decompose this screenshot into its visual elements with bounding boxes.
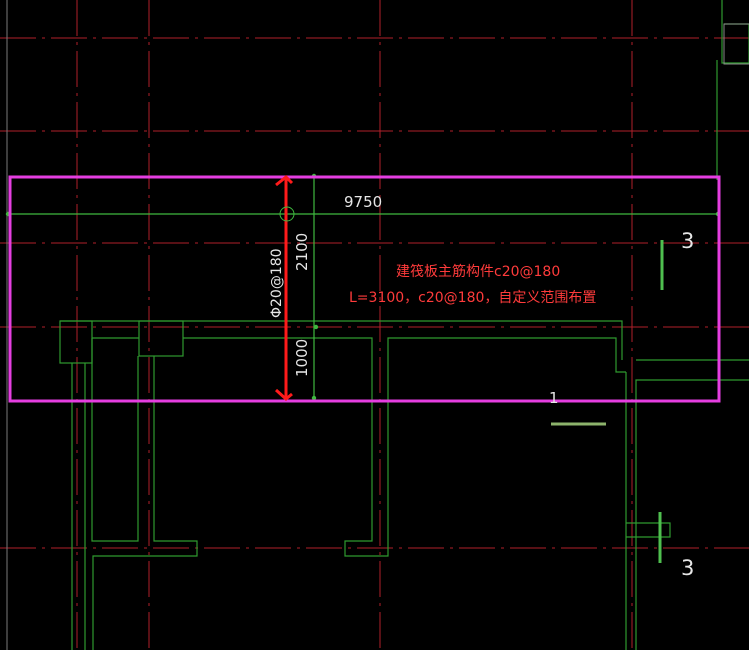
wall-inner-top-2 <box>183 337 626 557</box>
wall-box-mid-col <box>138 320 184 357</box>
snap-marker-icon <box>279 206 295 222</box>
rebar-top-arrow-icon <box>275 174 294 187</box>
top-right-frame <box>723 23 749 65</box>
dimension-lines <box>8 176 718 400</box>
wall-outer-top <box>60 320 623 360</box>
rebar-label: Φ20@180 <box>269 248 285 318</box>
wall-top-right-frame <box>721 0 749 64</box>
lower-segment-text: 1000 <box>293 339 311 377</box>
rebar-line[interactable] <box>274 174 294 401</box>
section-label-bottom: 3 <box>681 556 694 580</box>
annotation-line1: 建筏板主筋构件c20@180 <box>396 263 560 280</box>
wall-left-room <box>91 338 139 542</box>
dimension-tick <box>313 324 319 330</box>
wall-outlines <box>59 0 749 650</box>
dimension-tick <box>311 395 317 401</box>
span-dimension-text: 9750 <box>344 193 382 211</box>
wall-mid-room <box>92 356 198 650</box>
selection-rectangle[interactable] <box>8 175 721 403</box>
rebar-bottom-arrow-icon <box>274 388 293 401</box>
annotation-line2: L=3100，c20@180，自定义范围布置 <box>349 289 596 306</box>
wall-right-notch <box>626 522 671 538</box>
section-label-top: 3 <box>681 229 694 253</box>
upper-segment-text: 2100 <box>293 233 311 271</box>
wall-right-block <box>635 379 749 650</box>
marker-one-label: 1 <box>549 389 559 407</box>
wall-left-column <box>71 363 86 650</box>
